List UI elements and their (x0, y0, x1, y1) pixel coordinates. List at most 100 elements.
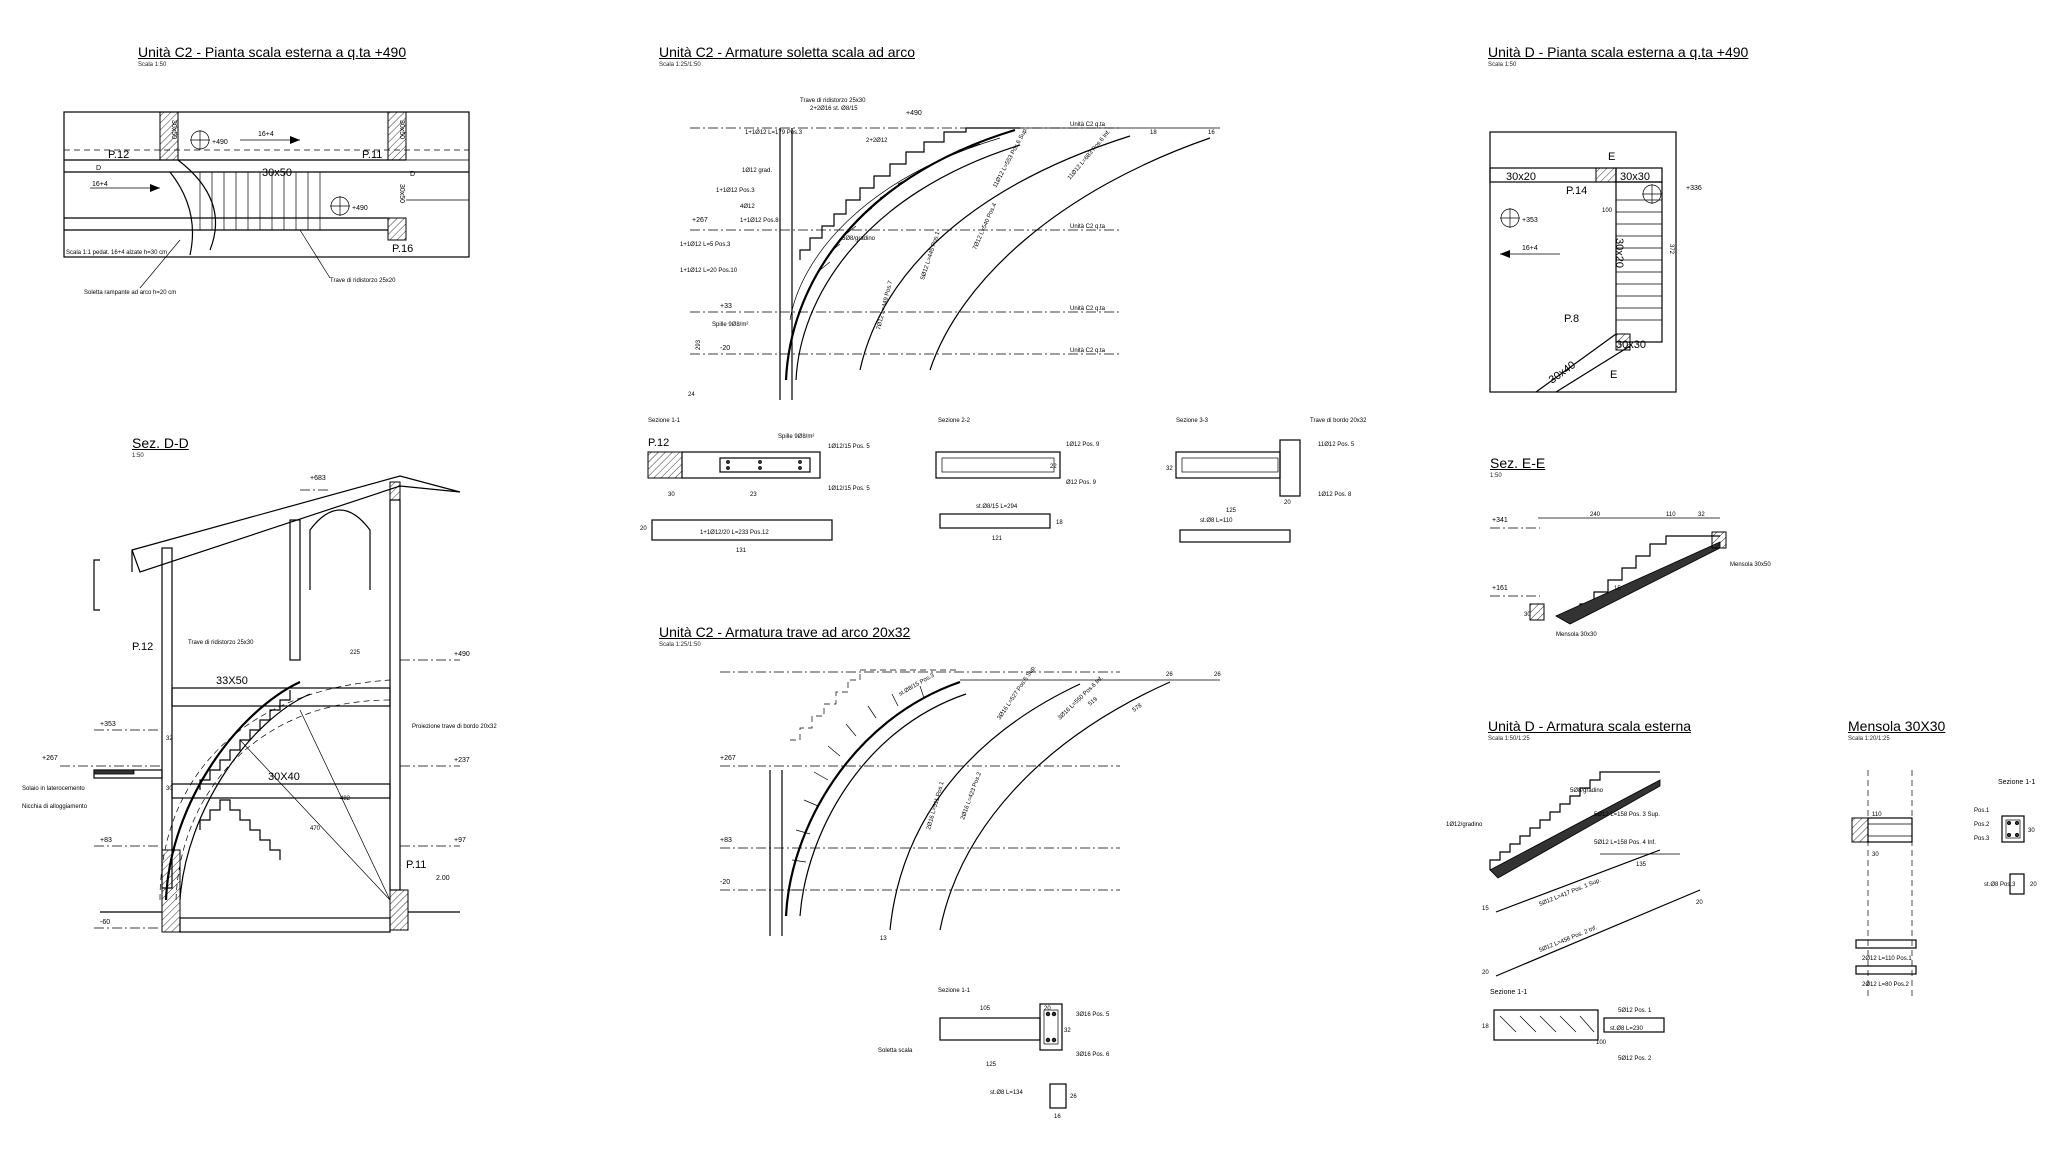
d-rebar-d2: 135 (1636, 862, 1647, 868)
slab-level-tag-4: Unità C2 q.ta (1070, 348, 1106, 354)
sez-ee-scale: 1:50 (1490, 473, 1502, 479)
c2-plan-p11: P.11 (362, 149, 382, 161)
beam-dim-0: 26 (1166, 672, 1173, 678)
s33-bot: 1Ø12 Pos. 8 (1318, 492, 1352, 498)
mensola-l0: Pos.1 (1974, 808, 1990, 814)
c2-plan-col1: 30x50 (170, 120, 177, 139)
slab-label-4: 1Ø12 grad. (742, 168, 772, 174)
d-rebar-l1: 1Ø12/gradino (1446, 822, 1483, 828)
beam-sec-title: Sezione 1-1 (938, 988, 971, 994)
d-rebar-d1: 20 (1482, 970, 1489, 976)
d-rebar-l3: 5Ø12 L=158 Pos. 4 Inf. (1594, 840, 1656, 846)
ee-elev1: +341 (1492, 517, 1508, 524)
c2-plan-col2: 30x50 (398, 120, 405, 139)
ee-dim2: 32 (1698, 512, 1705, 518)
c2-slab-title: Unità C2 - Armature soletta scala ad arc… (659, 44, 916, 60)
mensola-d2: 30 (2028, 828, 2035, 834)
s22-top: 1Ø12 Pos. 9 (1066, 442, 1100, 448)
beam-level-4: -20 (720, 879, 730, 886)
mensola-scale: Scala 1:20/1:25 (1848, 736, 1890, 742)
dd-dim0: 225 (350, 650, 361, 656)
c2-plan-elev-2: +490 (352, 205, 368, 212)
c2-plan-beam: 30x50 (262, 167, 292, 179)
d-plan-p14: P.14 (1566, 185, 1587, 197)
s33-title: Sezione 3-3 (1176, 418, 1209, 424)
ee-dim0: 240 (1590, 512, 1601, 518)
d-plan-beam5: 30x30 (1616, 339, 1646, 351)
s22-dim-1: 121 (992, 536, 1003, 542)
dd-note1: Trave di ridistorzo 25x30 (188, 640, 254, 646)
slab-label-8: 5Ø8/gradino (842, 236, 876, 242)
s22-title: Sezione 2-2 (938, 418, 971, 424)
d-rebar-sec-bot: 5Ø12 Pos. 2 (1618, 1056, 1652, 1062)
beam-rebar-1: 3Ø16 L=550 Pos.6 Inf. (1057, 675, 1105, 721)
s11-dim-0: 30 (668, 492, 675, 498)
c2-slab-scale: Scala 1:25/1:50 (659, 62, 701, 68)
d-rebar-sec-title: Sezione 1-1 (1490, 989, 1527, 996)
slab-level-1: +490 (906, 110, 922, 117)
d-plan-flight: 16+4 (1522, 245, 1538, 252)
c2-plan-p16: P.16 (392, 243, 413, 255)
dd-elev3: +267 (42, 755, 58, 762)
mensola-l4: 2Ø12 L=80 Pos.2 (1862, 982, 1910, 988)
beam-sec-dim5: 16 (1054, 1114, 1061, 1120)
d-plan-e2: E (1610, 369, 1617, 381)
slab-level-tag-2: Unità C2 q.ta (1070, 224, 1106, 230)
dd-beam1: 33X50 (216, 675, 248, 687)
beam-level-2: +267 (720, 755, 736, 762)
dd-elev2: +353 (100, 721, 116, 728)
d-rebar-scale: Scala 1:50/1:25 (1488, 736, 1530, 742)
dd-elev8: 2.00 (436, 875, 450, 882)
sez-ee-title: Sez. E-E (1490, 455, 1546, 471)
s11-dim-3: 131 (736, 548, 747, 554)
ee-elev2: +161 (1492, 585, 1508, 592)
sez-dd-title: Sez. D-D (132, 435, 189, 451)
dd-note4: Nicchia di alloggiamento (22, 804, 88, 810)
beam-sec-top: 3Ø16 Pos. 5 (1076, 1012, 1110, 1018)
slab-label-9: Spille 9Ø8/m² (712, 322, 748, 328)
s33-dim-2: 32 (1166, 466, 1173, 472)
d-rebar-sec-top: 5Ø12 Pos. 1 (1618, 1008, 1652, 1014)
dd-note2: Proiezione trave di bordo 20x32 (412, 724, 497, 730)
slab-level-tag-3: Unità C2 q.ta (1070, 306, 1106, 312)
c2-plan-p12: P.12 (108, 149, 129, 161)
d-rebar-l0: 5Ø8/gradino (1570, 788, 1604, 794)
c2-plan-drawing: P.12 P.11 P.16 +490 +490 16+4 30x50 16+4… (63, 111, 470, 296)
ee-dim3: 15 (1614, 586, 1621, 592)
s11-spille: Spille 9Ø8/m² (778, 434, 814, 440)
sez-dd-drawing: +683 +490 +353 +267 +237 +97 +83 -60 2.0… (22, 475, 497, 933)
mensola-d3: 20 (2030, 882, 2037, 888)
d-plan-elev1: +353 (1522, 217, 1538, 224)
mensola-l5: st.Ø8 Pos.3 (1984, 882, 2016, 888)
slab-level-4: -20 (720, 345, 730, 352)
dd-beam2: 30X40 (268, 771, 300, 783)
s22-bot: Ø12 Pos. 9 (1066, 480, 1097, 486)
dd-note3: Solaio in laterocemento (22, 786, 85, 792)
s22-dim-0: 22 (1050, 464, 1057, 470)
slab-sections: Sezione 1-1 P.12 Spille 9Ø8/m² 1Ø12/15 P… (640, 418, 1367, 554)
mensola-d1: 30 (1872, 852, 1879, 858)
beam-sec-dim2: 32 (1064, 1028, 1071, 1034)
c2-beam-title: Unità C2 - Armatura trave ad arco 20x32 (659, 624, 911, 640)
slab-label-5: 1+1Ø12 Pos.3 (716, 188, 755, 194)
d-rebar-d5: 20 (1696, 900, 1703, 906)
slab-label-3: 2+2Ø12 (866, 138, 888, 144)
beam-rebar-2: 2Ø16 L=511 Pos.1 (926, 780, 946, 830)
s33-dim-1: 20 (1284, 500, 1291, 506)
ee-mensola2: Mensola 30x30 (1556, 632, 1597, 638)
slab-dim-2: 24 (688, 392, 695, 398)
d-rebar-title: Unità D - Armatura scala esterna (1488, 718, 1692, 734)
slab-label-10: 1+1Ø12 L=5 Pos.3 (680, 242, 731, 248)
s11-top: 1Ø12/15 Pos. 5 (828, 444, 870, 450)
sez-ee-drawing: +341 +161 Mensola 30x50 Mensola 30x30 24… (1490, 512, 1771, 638)
slab-label-2: 1+1Ø12 L=179 Pos.3 (745, 130, 803, 136)
beam-sec-slab: Soletta scala (878, 1048, 913, 1054)
s33-stirrup: st.Ø8 L=110 (1200, 518, 1233, 524)
d-plan-dim2: 100 (1602, 208, 1613, 214)
dd-elev4: +237 (454, 757, 470, 764)
beam-rebar-3: 2Ø16 L=423 Pos.2 (960, 771, 983, 821)
c2-plan-note3: Scala 1:1 pedat. 16+4 alzate h=30 cm (66, 250, 167, 256)
beam-sec-dim3: 125 (986, 1062, 997, 1068)
c2-beam-drawing: +267 +83 -20 3Ø16 L=527 Pos.5 Sup. 3Ø16 … (720, 664, 1221, 1120)
beam-sec-dim1: 20 (1044, 1006, 1051, 1012)
